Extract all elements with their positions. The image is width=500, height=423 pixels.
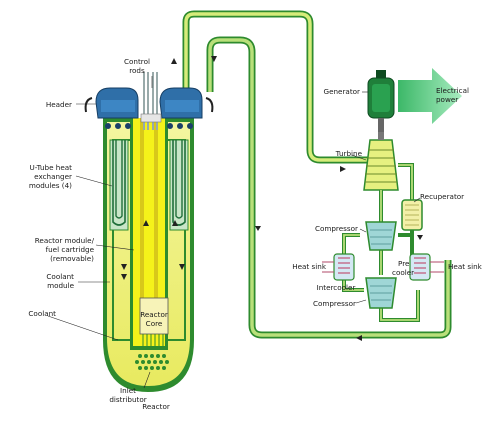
label-coolant-module-2: module — [47, 281, 75, 290]
label-reactor-core-1: Reactor — [140, 310, 168, 319]
header-left — [84, 87, 139, 129]
reactor-core — [139, 297, 169, 335]
utube-heat-exchanger-right — [169, 139, 189, 231]
label-reactor-module-3: (removable) — [50, 254, 94, 263]
loop-flow-arrows — [255, 166, 423, 341]
label-inlet-2: distributor — [109, 395, 146, 404]
label-compressor-top: Compressor — [315, 224, 358, 233]
leader-lines — [47, 76, 421, 389]
label-inlet-1: Inlet — [120, 386, 136, 395]
label-reactor-module-2: fuel cartridge — [46, 245, 95, 254]
label-utube-3: modules (4) — [29, 181, 72, 190]
generator — [367, 70, 395, 132]
diagram-labels: Control rods Header U-Tube heat exchange… — [28, 57, 482, 411]
vessel-flow-arrows — [121, 56, 217, 280]
heat-sink-lines — [322, 261, 444, 273]
utube-heat-exchanger-left — [109, 139, 129, 231]
label-recuperator: Recuperator — [420, 192, 464, 201]
header-right — [159, 87, 214, 129]
label-coolant: Coolant — [28, 309, 56, 318]
label-electrical-2: power — [436, 95, 458, 104]
label-reactor-module-1: Reactor module/ — [35, 236, 95, 245]
label-intercooler: Intercooler — [317, 283, 356, 292]
control-rods — [140, 72, 162, 130]
compressor-top — [365, 221, 397, 251]
label-generator: Generator — [324, 87, 361, 96]
label-heat-sink-left: Heat sink — [292, 262, 327, 271]
label-precooler-2: cooler — [392, 268, 414, 277]
precooler — [409, 253, 431, 281]
label-electrical-1: Electrical — [436, 86, 469, 95]
label-control-rods-2: rods — [129, 66, 145, 75]
reactor-module — [130, 118, 169, 350]
label-reactor-core-2: Core — [146, 319, 163, 328]
label-reactor: Reactor — [142, 402, 170, 411]
compressor-bottom — [365, 277, 397, 309]
label-control-rods: Control — [124, 57, 150, 66]
label-coolant-module-1: Coolant — [46, 272, 74, 281]
secondary-piping-inner — [343, 164, 419, 321]
label-header: Header — [46, 100, 72, 109]
label-utube-2: exchanger — [34, 172, 72, 181]
primary-loop-pipe — [182, 10, 452, 339]
recuperator — [401, 199, 423, 231]
inlet-distributor — [135, 354, 169, 370]
label-precooler-1: Pre — [398, 259, 410, 268]
label-turbine: Turbine — [335, 149, 363, 158]
turbine — [363, 132, 399, 191]
label-heat-sink-right: Heat sink — [448, 262, 483, 271]
intercooler — [333, 253, 355, 281]
label-compressor-bottom: Compressor — [313, 299, 356, 308]
electrical-power-arrow — [398, 68, 462, 124]
label-utube-1: U-Tube heat — [29, 163, 72, 172]
